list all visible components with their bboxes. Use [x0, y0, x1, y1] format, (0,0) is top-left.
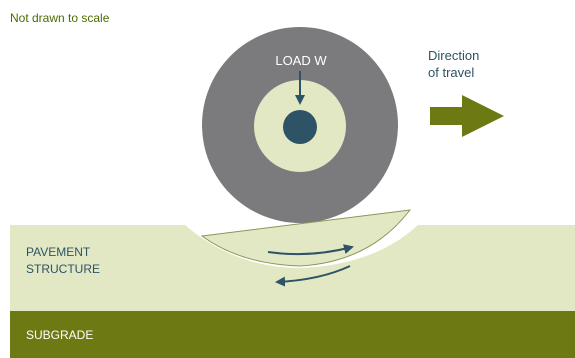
direction-arrow-icon	[430, 95, 504, 137]
load-label: LOAD W	[275, 53, 327, 68]
subgrade-layer	[10, 311, 575, 358]
pavement-label-line2: STRUCTURE	[26, 262, 100, 276]
direction-label-line2: of travel	[428, 65, 474, 80]
contact-zone	[200, 209, 412, 267]
stress-arrow-right	[267, 244, 354, 256]
scale-note: Not drawn to scale	[10, 11, 110, 25]
hub	[283, 110, 317, 144]
subgrade-label: SUBGRADE	[26, 328, 93, 342]
pavement-layer	[10, 225, 575, 311]
stress-arrow-left	[275, 265, 351, 287]
wheel	[202, 27, 398, 223]
direction-label-line1: Direction	[428, 48, 479, 63]
pavement-label-line1: PAVEMENT	[26, 245, 91, 259]
